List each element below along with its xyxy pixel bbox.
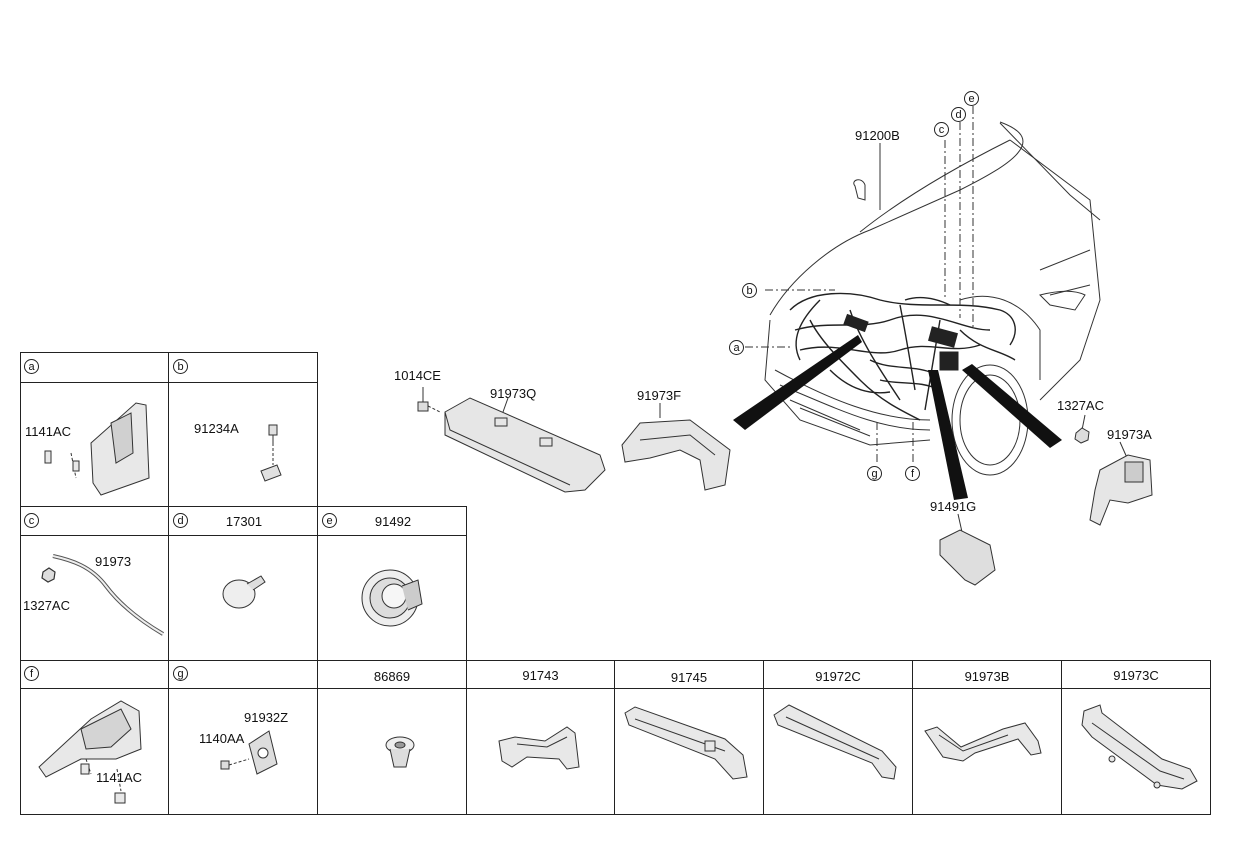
callout-g: g <box>867 466 882 481</box>
part-91973-c: 91973 <box>95 554 132 569</box>
bracket-91973a-icon <box>1089 454 1153 526</box>
label-91491g: 91491G <box>930 499 977 514</box>
table-cell-91743-body <box>466 688 615 815</box>
part-1140aa: 1140AA <box>199 731 245 746</box>
callout-c: c <box>934 122 949 137</box>
protector-91743-icon <box>498 726 580 770</box>
label-91200b: 91200B <box>855 128 900 143</box>
table-key-c: c <box>24 513 39 528</box>
part-91743: 91743 <box>522 668 559 683</box>
connector-block-icon <box>843 313 959 371</box>
table-cell-a-header: a <box>20 352 169 383</box>
label-91973a: 91973A <box>1107 427 1152 442</box>
callout-a: a <box>729 340 744 355</box>
table-cell-g-body: 91932Z 1140AA <box>168 688 318 815</box>
table-cell-d-body <box>168 535 318 661</box>
table-cell-e-header: e 91492 <box>317 506 467 536</box>
part-91234a: 91234A <box>194 421 239 436</box>
table-cell-f-header: f <box>20 660 169 689</box>
protector-91745-icon <box>624 706 748 780</box>
table-key-d: d <box>173 513 188 528</box>
part-91972c: 91972C <box>815 669 861 684</box>
table-cell-91743-header: 91743 <box>466 660 615 689</box>
part-1141ac-f: 1141AC <box>96 770 143 785</box>
table-cell-e-body <box>317 535 467 661</box>
label-91973q: 91973Q <box>490 386 537 401</box>
part-91932z: 91932Z <box>244 710 289 725</box>
clip-86869-icon <box>385 736 415 768</box>
table-cell-b-header: b <box>168 352 318 383</box>
callout-f: f <box>905 466 920 481</box>
table-cell-f-body: 1141AC <box>20 688 169 815</box>
part-91973c: 91973C <box>1113 668 1159 683</box>
part-91492: 91492 <box>374 514 412 529</box>
table-cell-b-body: 91234A <box>168 382 318 507</box>
table-cell-91973b-body <box>912 688 1062 815</box>
table-cell-91973b-header: 91973B <box>912 660 1062 689</box>
protector-91973b-icon <box>924 722 1042 762</box>
table-key-e: e <box>322 513 337 528</box>
nut-1327ac-icon <box>1074 427 1090 444</box>
table-cell-91973c-header: 91973C <box>1061 660 1211 689</box>
table-cell-91972c-header: 91972C <box>763 660 913 689</box>
table-key-a: a <box>24 359 39 374</box>
table-cell-91973c-body <box>1061 688 1211 815</box>
protector-91973q-icon <box>444 397 606 493</box>
part-91745: 91745 <box>670 670 708 685</box>
label-1327ac: 1327AC <box>1057 398 1104 413</box>
table-key-b: b <box>173 359 188 374</box>
table-cell-91745-header: 91745 <box>614 660 764 689</box>
harness-protector-91973-icon <box>41 554 165 636</box>
protector-91973c-icon <box>1081 704 1198 790</box>
bolt-1014ce-icon <box>417 401 441 413</box>
leader-band-icon <box>733 335 1062 500</box>
part-1327ac-c: 1327AC <box>23 598 70 613</box>
table-cell-a-body: 1141AC <box>20 382 169 507</box>
callout-b: b <box>742 283 757 298</box>
bracket-91932z-icon <box>220 730 278 775</box>
protector-91972c-icon <box>773 704 897 780</box>
table-cell-86869-header: 86869 <box>317 660 467 689</box>
protector-91491g-icon <box>939 529 996 586</box>
side-member-bracket-icon <box>38 700 142 804</box>
label-91973f: 91973F <box>637 388 682 403</box>
callout-e: e <box>964 91 979 106</box>
part-91973b: 91973B <box>964 669 1010 684</box>
wiring-harness-icon <box>789 292 1016 421</box>
table-cell-c-body: 91973 1327AC <box>20 535 169 661</box>
part-86869: 86869 <box>373 669 411 684</box>
callout-leader-icon <box>745 106 974 462</box>
grommet-91492-icon <box>361 569 423 627</box>
fender-bracket-icon <box>44 402 150 496</box>
table-key-g: g <box>173 666 188 681</box>
part-1141ac-a: 1141AC <box>25 424 72 439</box>
label-1014ce: 1014CE <box>394 368 441 383</box>
screw-91234a-icon <box>260 424 282 482</box>
protector-91973f-icon <box>621 419 731 491</box>
table-cell-d-header: d 17301 <box>168 506 318 536</box>
part-17301: 17301 <box>225 514 263 529</box>
table-key-f: f <box>24 666 39 681</box>
cap-17301-icon <box>222 575 266 609</box>
table-cell-91972c-body <box>763 688 913 815</box>
callout-d: d <box>951 107 966 122</box>
table-cell-91745-body <box>614 688 764 815</box>
table-cell-c-header: c <box>20 506 169 536</box>
table-cell-86869-body <box>317 688 467 815</box>
table-cell-g-header: g <box>168 660 318 689</box>
